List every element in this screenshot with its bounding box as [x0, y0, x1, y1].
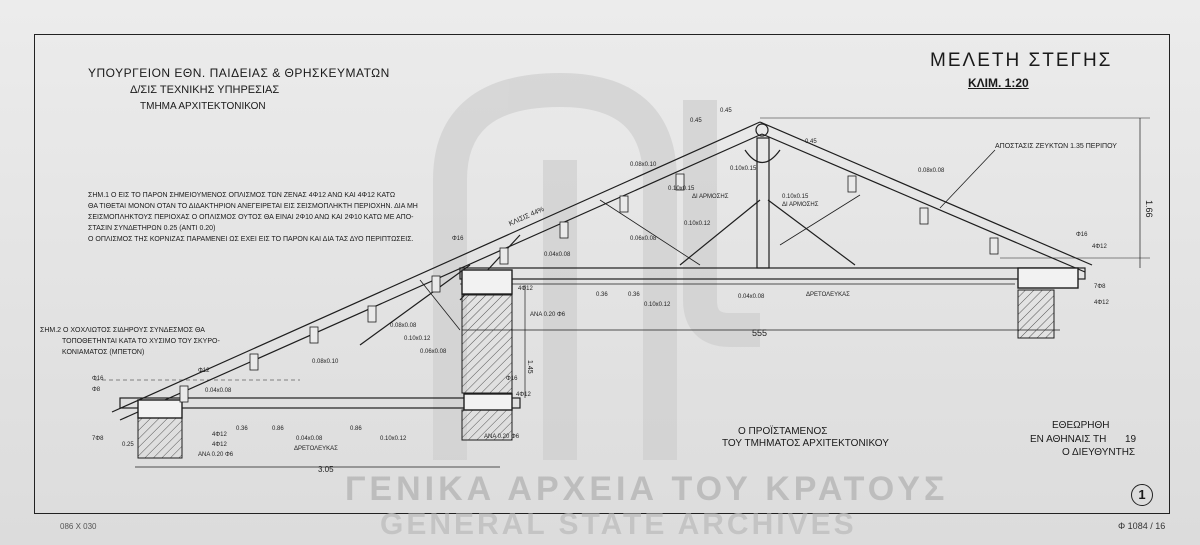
director-title: Ο ΔΙΕΥΘΥΝΤΗΣ — [1062, 447, 1136, 458]
approved-title: ΕΘΕΩΡΗΘΗ — [1052, 420, 1110, 431]
label-ceiling-tie: 0.10x0.12 — [380, 436, 407, 442]
seg-c-1: 0.45 — [690, 118, 702, 124]
seg-a-1: 0.36 — [596, 292, 608, 298]
rebar-16-mid: Φ16 — [506, 376, 518, 382]
overall-span-dim: 555 — [752, 328, 767, 338]
label-board: ΔΡΕΤΟΛΕΥΚΑΣ — [806, 292, 850, 298]
label-cross-sub-l: ΔΙ ΑΡΜΟΣΗΣ — [692, 194, 729, 200]
note1-line3: ΣΕΙΣΜΟΠΛΗΚΤΟΥΣ ΠΕΡΙΟΧΑΣ Ο ΟΠΛΙΣΜΟΣ ΟΥΤΟΣ… — [88, 214, 414, 221]
right-rafter-top — [759, 121, 1093, 266]
king-post — [756, 137, 770, 269]
seg-c-2: 0.45 — [720, 108, 732, 114]
note1-line5: Ο ΟΠΛΙΣΜΟΣ ΤΗΣ ΚΟΡΝΙΖΑΣ ΠΑΡΑΜΕΝΕΙ ΩΣ ΕΧΕ… — [88, 236, 414, 243]
label-strut-a: 0.08x0.08 — [390, 323, 417, 329]
label-rafter-top: 0.08x0.10 — [630, 162, 657, 168]
label-strut-c: 0.06x0.08 — [420, 349, 447, 355]
roof-height-dim: 1.66 — [1144, 200, 1154, 218]
note1-line2: ΘΑ ΤΙΘΕΤΑΙ ΜΟΝΟΝ ΟΤΑΝ ΤΟ ΔΙΔΑΚΤΗΡΙΟΝ ΑΝΕ… — [88, 203, 418, 210]
stirrup-left: ΑΝΑ 0.20 Φ6 — [198, 452, 234, 458]
rebar-7-left: 7Φ8 — [92, 436, 104, 442]
right-wall — [1017, 289, 1055, 339]
label-strut-b: 0.10x0.12 — [404, 336, 431, 342]
directorate-header: Δ/ΣΙΣ ΤΕΧΝΙΚΗΣ ΥΠΗΡΕΣΙΑΣ — [130, 84, 280, 96]
rebar-16-left: Φ16 — [92, 376, 104, 382]
rebar-4-left-b: 4Φ12 — [212, 442, 227, 448]
rebar-4-mid: 4Φ12 — [516, 392, 531, 398]
rebar-4-right: 4Φ12 — [1092, 244, 1107, 250]
note2-line2: ΤΟΠΟΘΕΤΗΝΤΑΙ ΚΑΤΑ ΤΟ ΧΥΣΙΜΟ ΤΟΥ ΣΚΥΡΟ- — [62, 338, 220, 345]
label-tie-b: 0.10x0.12 — [644, 302, 671, 308]
label-cross-b: 0.06x0.08 — [630, 236, 657, 242]
label-cross-a: 0.10x0.15 — [782, 194, 809, 200]
note1-line1: ΣΗΜ.1 Ο ΕΙΣ ΤΟ ΠΑΡΟΝ ΣΗΜΕΙΟΥΜΕΝΟΣ ΟΠΛΙΣΜ… — [88, 192, 396, 199]
label-left-purlin: 0.04x0.08 — [205, 388, 232, 394]
drawing-scale: ΚΛΙΜ. 1:20 — [968, 76, 1029, 90]
note1-line4: ΣΤΑΣΙΝ ΣΥΝΔΕΤΗΡΩΝ 0.25 (ΑΝΤΙ 0.20) — [88, 225, 216, 232]
drawing-title: ΜΕΛΕΤΗ ΣΤΕΓΗΣ — [930, 50, 1113, 71]
rebar-12-left: Φ12 — [198, 368, 210, 374]
right-bond-beam — [1017, 267, 1079, 289]
label-ridge: 0.10x0.15 — [730, 166, 757, 172]
rebar-7-right: 7Φ8 — [1094, 284, 1106, 290]
rebar-16-right: Φ16 — [1076, 232, 1088, 238]
head-title-line1: Ο ΠΡΟΪΣΤΑΜΕΝΟΣ — [738, 426, 828, 437]
label-ceiling: 0.04x0.08 — [296, 436, 323, 442]
archive-reference: Φ 1084 / 16 — [1118, 521, 1166, 531]
central-wall — [461, 294, 513, 394]
seg-b-2: 0.86 — [350, 426, 362, 432]
wall-height-dim: 1.45 — [526, 360, 533, 374]
central-wall-lower — [461, 409, 513, 441]
archives-watermark-greek: ΓΕΝΙΚΑ ΑΡΧΕΙΑ ΤΟΥ ΚΡΑΤΟΥΣ — [345, 470, 949, 508]
left-rafter-bottom — [119, 133, 763, 421]
rebar-4-left: 4Φ12 — [212, 432, 227, 438]
rafter-spacing-note: ΑΠΟΣΤΑΣΙΣ ΖΕΥΚΤΩΝ 1.35 ΠΕΡΙΠΟΥ — [995, 143, 1117, 150]
sheet-number: 1 — [1131, 484, 1153, 506]
left-bond-beam — [137, 399, 183, 419]
cornice-dim: 0.25 — [122, 442, 134, 448]
label-purlin: 0.04x0.08 — [544, 252, 571, 258]
rebar-4-right-b: 4Φ12 — [1094, 300, 1109, 306]
rebar-16-top: Φ16 — [452, 236, 464, 242]
right-rafter-bottom — [761, 133, 1086, 273]
label-purlin-2: 0.04x0.08 — [738, 294, 765, 300]
drawing-frame — [34, 34, 1170, 514]
note2-line1: ΣΗΜ.2 Ο ΧΟΧΛΙΩΤΟΣ ΣΙΔΗΡΟΥΣ ΣΥΝΔΕΣΜΟΣ ΘΑ — [40, 327, 205, 334]
label-right-rafter: 0.08x0.08 — [918, 168, 945, 174]
half-span-dim: 3.05 — [318, 465, 334, 474]
archives-watermark-english: GENERAL STATE ARCHIVES — [380, 508, 857, 541]
wall-bond-beam — [461, 269, 513, 295]
tie-beam — [459, 267, 1086, 280]
paper-dimensions: 086 Χ 030 — [60, 522, 97, 531]
rebar-4-top: 4Φ12 — [518, 286, 533, 292]
label-cross-sub-r: ΔΙ ΑΡΜΟΣΗΣ — [782, 202, 819, 208]
seg-a-3: 0.36 — [236, 426, 248, 432]
label-board-low: ΔΡΕΤΟΛΕΥΚΑΣ — [294, 446, 338, 452]
department-header: ΤΜΗΜΑ ΑΡΧΙΤΕΚΤΟΝΙΚΟΝ — [140, 101, 266, 112]
left-wall — [137, 417, 183, 459]
label-rafter-b: 0.10x0.15 — [668, 186, 695, 192]
label-left-batten: 0.08x0.10 — [312, 359, 339, 365]
head-title-line2: ΤΟΥ ΤΜΗΜΑΤΟΣ ΑΡΧΙΤΕΚΤΟΝΙΚΟΥ — [722, 438, 889, 449]
approved-year: 19 — [1125, 434, 1137, 445]
stirrup-mid: ΑΝΑ 0.20 Φ6 — [484, 434, 520, 440]
rebar-8-left: Φ8 — [92, 387, 101, 393]
ministry-header: ΥΠΟΥΡΓΕΙΟΝ ΕΘΝ. ΠΑΙΔΕΙΑΣ & ΘΡΗΣΚΕΥΜΑΤΩΝ — [88, 66, 390, 80]
stirrup-top: ΑΝΑ 0.20 Φ6 — [530, 312, 566, 318]
approved-place: ΕΝ ΑΘΗΝΑΙΣ ΤΗ — [1030, 434, 1107, 445]
label-tie: 0.10x0.12 — [684, 221, 711, 227]
seg-a-2: 0.36 — [628, 292, 640, 298]
ceiling-beam — [119, 397, 521, 409]
seg-b-1: 0.86 — [272, 426, 284, 432]
slope-label: ΚΛΙΣΙΣ 44% — [508, 206, 545, 228]
left-rafter-top — [111, 121, 761, 413]
seg-c-3: 0.45 — [805, 139, 817, 145]
note2-line3: ΚΟΝΙΑΜΑΤΟΣ (ΜΠΕΤΟΝ) — [62, 349, 145, 356]
